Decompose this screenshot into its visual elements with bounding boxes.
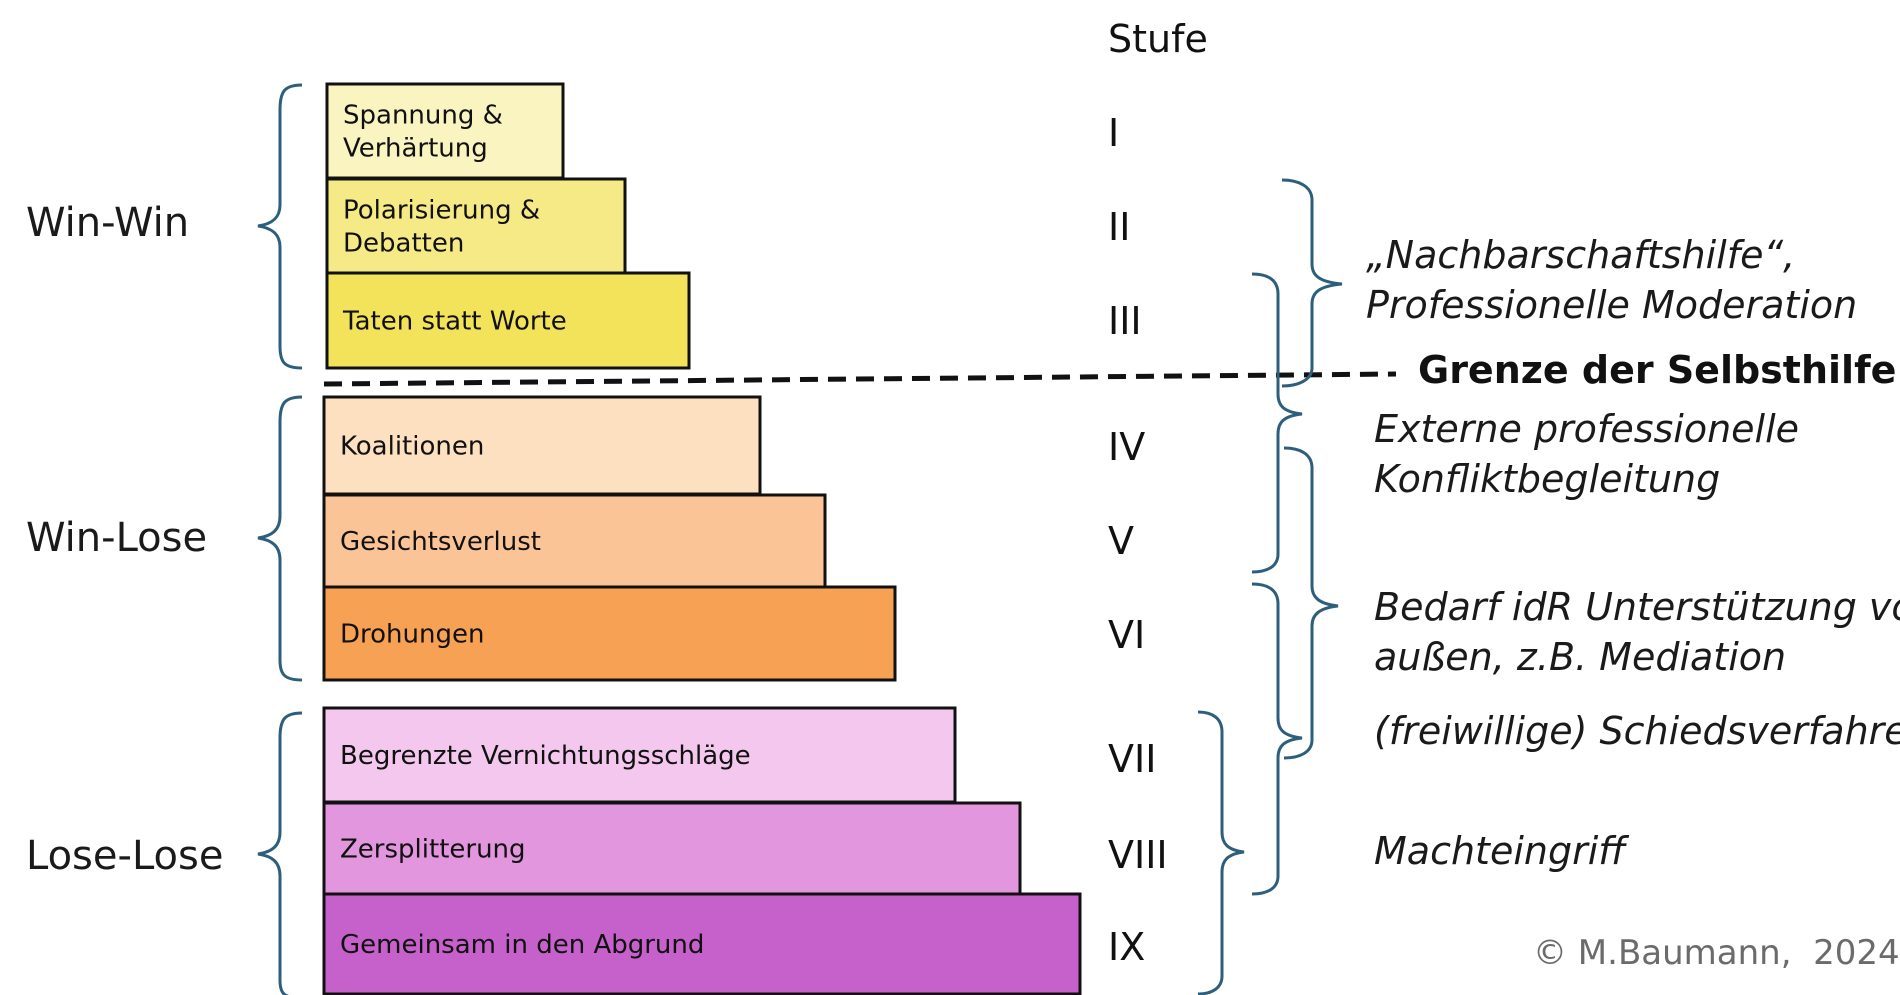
step-label-i-line-2: Verhärtung (343, 134, 488, 164)
stufe-numeral-iv: IV (1108, 425, 1145, 469)
step-label-i-line-1: Spannung & (343, 101, 503, 131)
intervention-nachbarschaftshilfe-line-1: „Nachbarschaftshilfe“, (1366, 233, 1795, 277)
step-label-v: Gesichtsverlust (340, 527, 541, 557)
step-label-ii-line-1: Polarisierung & (343, 196, 540, 226)
step-box-viii (322, 801, 1022, 896)
step-box-v (322, 493, 827, 589)
step-box-ii (325, 177, 627, 275)
group-brackets (257, 83, 303, 995)
step-box-iv (322, 395, 762, 496)
step-label-iv: Koalitionen (340, 432, 484, 462)
group-label-win-lose: Win-Lose (26, 515, 207, 561)
intervention-nachbarschaftshilfe-line-2: Professionelle Moderation (1366, 283, 1857, 327)
stufe-numeral-v: V (1108, 519, 1134, 563)
step-label-viii: Zersplitterung (340, 835, 526, 865)
stufe-header: Stufe (1108, 17, 1208, 61)
stufe-numeral-vi: VI (1108, 613, 1145, 657)
escalation-steps: Spannung &Verhärtung I Polarisierung &Deba… (322, 82, 1168, 995)
intervention-brackets (1197, 178, 1343, 995)
bracket-nachbarschaftshilfe (1281, 178, 1343, 388)
stufe-numeral-ix: IX (1108, 925, 1145, 969)
interventions: „Nachbarschaftshilfe“, Professionelle Mod… (1366, 233, 1900, 873)
intervention-mediation-line-1: Bedarf idR Unterstützung von (1374, 585, 1900, 629)
stufe-numeral-viii: VIII (1108, 833, 1168, 877)
step-box-ix (322, 892, 1082, 995)
step-box-iii (325, 271, 691, 370)
copyright-notice: © M.Baumann, 2024 (1533, 933, 1900, 973)
bracket-schiedsverfahren (1251, 582, 1303, 896)
bracket-win-win (257, 83, 303, 370)
bracket-machteingriff (1197, 710, 1245, 995)
bracket-externe-konfliktbegleitung (1251, 272, 1303, 574)
stufe-numeral-i: I (1108, 111, 1119, 155)
self-help-boundary-line (323, 371, 1397, 387)
intervention-externe-konfliktbegleitung-line-1: Externe professionelle (1374, 407, 1799, 451)
group-label-win-win: Win-Win (26, 200, 189, 246)
step-label-vii: Begrenzte Vernichtungsschläge (340, 741, 751, 771)
group-label-lose-lose: Lose-Lose (26, 833, 223, 879)
self-help-boundary-label: Grenze der Selbsthilfe (1418, 348, 1896, 392)
step-label-vi: Drohungen (340, 620, 484, 650)
step-box-i (325, 82, 565, 180)
step-label-ix: Gemeinsam in den Abgrund (340, 930, 704, 960)
intervention-mediation-line-2: außen, z.B. Mediation (1374, 635, 1786, 679)
bracket-mediation (1283, 446, 1339, 760)
step-label-ii-line-2: Debatten (343, 229, 464, 259)
bracket-win-lose (257, 395, 303, 682)
stufe-numeral-iii: III (1108, 299, 1142, 343)
step-label-iii: Taten statt Worte (342, 307, 567, 337)
intervention-schiedsverfahren: (freiwillige) Schiedsverfahren (1374, 709, 1900, 753)
intervention-externe-konfliktbegleitung-line-2: Konfliktbegleitung (1374, 457, 1720, 501)
stufe-numeral-ii: II (1108, 205, 1130, 249)
bracket-lose-lose (257, 711, 303, 995)
step-box-vi (322, 585, 897, 682)
stufe-numeral-vii: VII (1108, 737, 1156, 781)
intervention-machteingriff: Machteingriff (1374, 829, 1629, 873)
